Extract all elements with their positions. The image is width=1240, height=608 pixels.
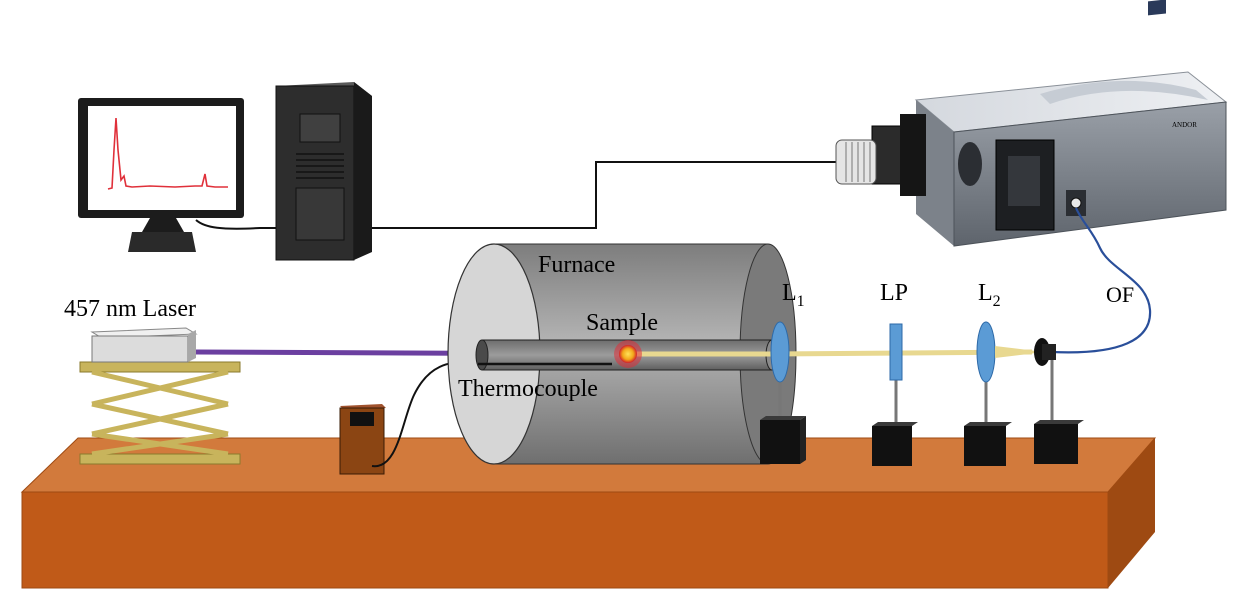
- computer-tower: [275, 82, 372, 261]
- andor-logo: ANDOR: [1148, 0, 1197, 129]
- lens-l2: [976, 321, 996, 383]
- lens-l1-label: L1: [782, 280, 805, 310]
- lens-l2-main: L: [978, 280, 993, 306]
- laser-source: [90, 327, 198, 363]
- spectrometer-brand-label: ANDOR: [1172, 121, 1197, 129]
- monitor: [78, 98, 276, 252]
- tower-side: [354, 82, 372, 260]
- table-side: [1108, 438, 1155, 588]
- lens-l1-sub: 1: [797, 293, 805, 310]
- table-front: [21, 491, 1109, 589]
- monitor-screen: [88, 106, 236, 210]
- camera-mount: [900, 114, 926, 196]
- spectrometer-inlet-inner: [1008, 156, 1040, 206]
- thermocouple-reader: [339, 404, 386, 475]
- laser-side: [188, 330, 196, 362]
- tower-vents: [296, 153, 344, 179]
- monitor-neck: [142, 218, 184, 232]
- optical-table: [20, 437, 1157, 589]
- sample-label: Sample: [586, 310, 658, 336]
- tube-opening: [475, 339, 489, 371]
- mount-lens1: [760, 380, 806, 464]
- furnace-label: Furnace: [538, 252, 615, 278]
- optical-fiber: [1051, 207, 1152, 354]
- monitor-cable: [195, 219, 276, 230]
- spectrometer-dome: [1040, 80, 1208, 104]
- longpass-filter: [889, 323, 903, 381]
- lift-scissor-arms: [91, 369, 229, 457]
- longpass-label: LP: [880, 280, 908, 306]
- lens-l1-main: L: [782, 280, 797, 306]
- camera-fins: [845, 142, 871, 182]
- lens-l2-sub: 2: [993, 293, 1001, 310]
- lift-bottom-plate: [79, 453, 241, 465]
- sample: [619, 345, 637, 363]
- thermocouple-label: Thermocouple: [458, 376, 598, 402]
- collector-body: [1042, 344, 1056, 360]
- lift-top-plate: [79, 361, 241, 373]
- laser-lift-stand: [79, 361, 241, 465]
- tower-drive-bay: [299, 113, 341, 143]
- mount-base: [760, 420, 800, 464]
- detector-camera: [835, 114, 926, 196]
- mount-base: [964, 426, 1006, 466]
- fiber-collector: [1034, 338, 1056, 366]
- spectrum-trace: [107, 117, 228, 190]
- lens-l1: [770, 321, 790, 383]
- laser-label: 457 nm Laser: [64, 296, 196, 322]
- data-cable: [372, 161, 842, 229]
- mount-base: [872, 426, 912, 466]
- spectrometer: ANDOR: [835, 0, 1228, 247]
- focus-cone: [995, 346, 1036, 358]
- lens-l2-label: L2: [978, 280, 1001, 310]
- spectrometer-port: [958, 142, 982, 186]
- tower-lower-panel: [295, 187, 345, 241]
- optical-fiber-label: OF: [1106, 282, 1134, 307]
- monitor-base: [128, 232, 196, 252]
- laser-body: [91, 335, 189, 363]
- mount-base: [1034, 424, 1078, 464]
- mount-longpass: [872, 380, 918, 466]
- mount-fiber-collector: [1034, 360, 1084, 464]
- reader-display: [350, 412, 374, 426]
- mount-lens2: [964, 380, 1012, 466]
- fiber-connector: [1070, 197, 1082, 209]
